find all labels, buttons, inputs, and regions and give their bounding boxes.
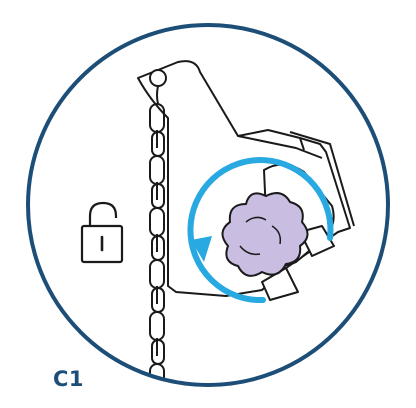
star-knob <box>221 192 309 277</box>
counterclockwise-arrow-icon <box>187 157 334 304</box>
detail-frame <box>26 23 390 387</box>
padlock-unlocked-icon <box>80 201 124 264</box>
label-backdrop <box>48 364 106 396</box>
figure-content <box>137 60 355 385</box>
hand-chain <box>149 85 165 385</box>
step-label: C1 <box>53 367 85 391</box>
